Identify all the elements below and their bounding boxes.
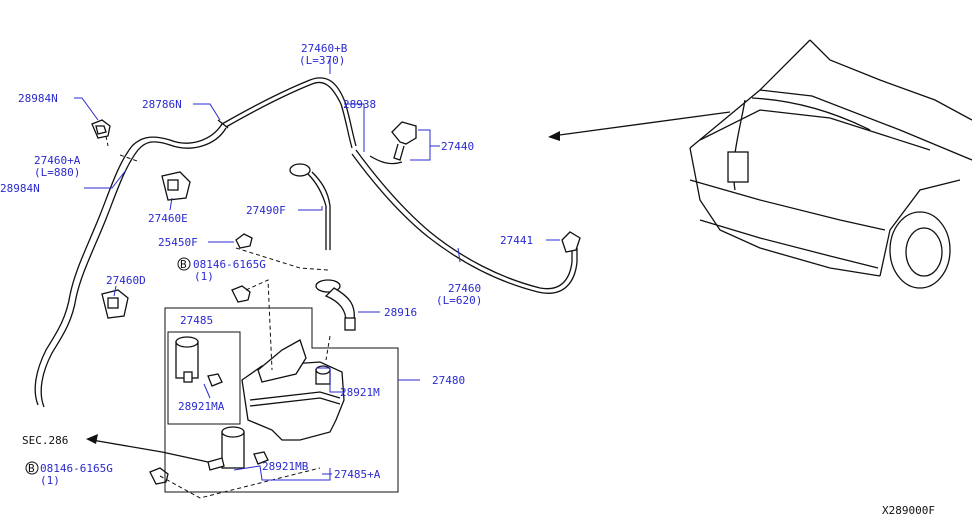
vehicle-arrow [548, 111, 731, 141]
clip-27460d-icon [101, 289, 129, 319]
label-sec-286: SEC.286 [22, 434, 68, 447]
washer-pump-b-icon [207, 426, 269, 471]
label-27460-b: 27460+B [301, 42, 348, 55]
label-27460e: 27460E [148, 212, 188, 225]
label-27490f: 27490F [246, 204, 286, 217]
hose-27460-a [34, 123, 227, 408]
label-28786n: 28786N [142, 98, 182, 111]
label-27460-a-length: (L=880) [34, 166, 80, 179]
label-28921mb: 28921MB [262, 460, 309, 473]
label-27460-b-length: (L=370) [299, 54, 345, 67]
grommet-25450f-icon [235, 233, 253, 249]
label-28984n-top: 28984N [18, 92, 58, 105]
label-28921ma: 28921MA [178, 400, 225, 413]
check-valve-27441-icon [561, 231, 581, 253]
hose-27460-b [221, 77, 357, 149]
pump-box [167, 331, 241, 425]
nozzle-icon [391, 121, 417, 161]
bolt-marker-top: B [177, 257, 191, 271]
label-bolt-bottom: 08146-6165G [40, 462, 113, 475]
leader-lines [74, 58, 560, 481]
bolt-marker-bottom: B [25, 461, 39, 475]
dashed-links [105, 135, 331, 499]
label-27460-a: 27460+A [34, 154, 81, 167]
label-27440: 27440 [441, 140, 474, 153]
tank-assy-box [164, 307, 399, 493]
bolt-icon [231, 285, 251, 303]
bolt-icon-bottom [149, 467, 169, 485]
label-bolt-top-qty: (1) [194, 270, 214, 283]
label-27485-a: 27485+A [334, 468, 381, 481]
label-27485: 27485 [180, 314, 213, 327]
label-27460-length: (L=620) [436, 294, 482, 307]
hose-joint [217, 119, 229, 129]
filler-27490f-icon [289, 163, 331, 250]
hose-27460 [351, 149, 578, 294]
label-27441: 27441 [500, 234, 533, 247]
label-28984n-side: 28984N [0, 182, 40, 195]
joint-28938 [369, 155, 403, 165]
sec-arrow [86, 434, 209, 463]
label-bolt-top: 08146-6165G [193, 258, 266, 271]
label-27460d: 27460D [106, 274, 146, 287]
label-25450f: 25450F [158, 236, 198, 249]
label-28921m: 28921M [340, 386, 380, 399]
label-bolt-bottom-qty: (1) [40, 474, 60, 487]
clip-28984n-icon [91, 119, 111, 139]
label-28916: 28916 [384, 306, 417, 319]
washer-pump-icon [175, 336, 223, 387]
clip-27460e-icon [161, 171, 191, 201]
washer-tank-icon [241, 339, 345, 441]
diagram-id: X289000F [882, 504, 935, 517]
label-27480: 27480 [432, 374, 465, 387]
svg-text:B: B [180, 258, 187, 271]
label-28938: 28938 [343, 98, 376, 111]
filler-neck-28916-icon [315, 279, 356, 331]
svg-text:B: B [28, 462, 35, 475]
vehicle-front-icon [689, 39, 972, 289]
label-27460: 27460 [448, 282, 481, 295]
